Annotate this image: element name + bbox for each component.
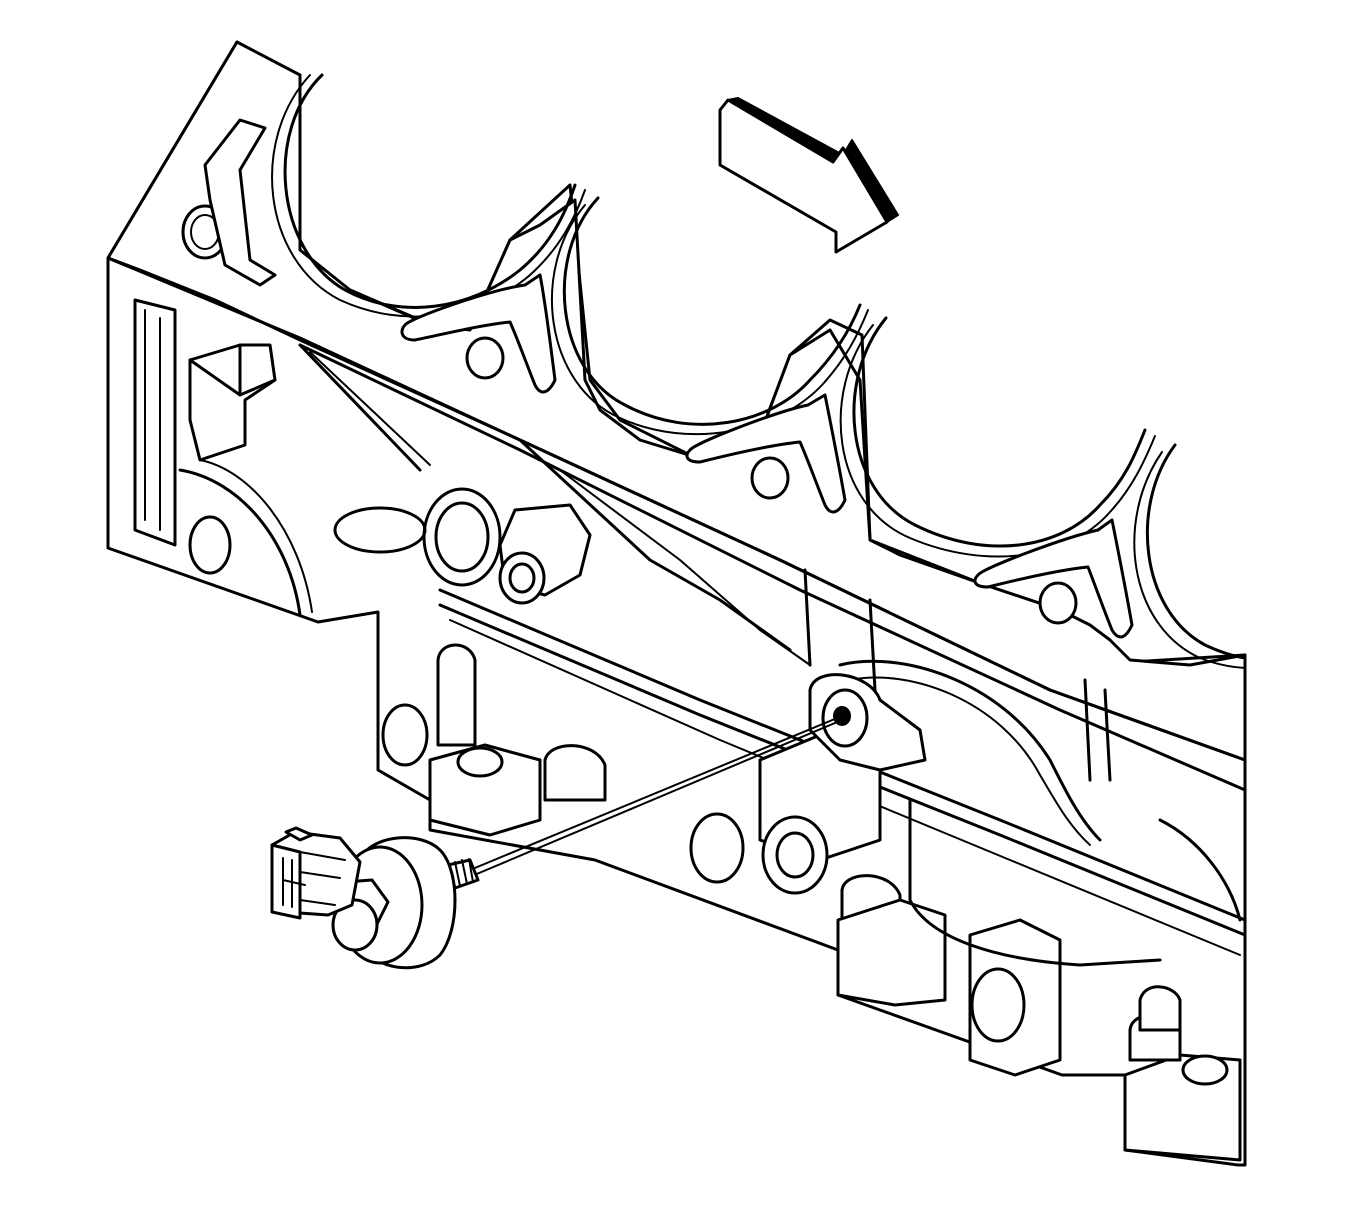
engine-block xyxy=(106,40,1247,1167)
lower-rail xyxy=(381,568,1247,1162)
left-lower-hole xyxy=(381,703,429,767)
cylinder-bore-4 xyxy=(1146,443,1247,660)
bolt-hole-3 xyxy=(1038,581,1078,625)
crankcase-curve-1 xyxy=(838,659,1102,842)
cylinder-bore-2 xyxy=(562,196,862,426)
right-boss-hole xyxy=(970,967,1026,1043)
front-rail-inner xyxy=(144,309,161,531)
sensor-bolt-head xyxy=(331,898,379,952)
leader-line-icon xyxy=(469,715,843,877)
sensor-stud-threads xyxy=(454,858,474,887)
left-mount-hole xyxy=(456,746,504,778)
cylinder-bore-1 xyxy=(283,73,577,309)
cylinder-bore-3 xyxy=(852,316,1147,548)
front-boss-edge xyxy=(188,343,277,397)
coolant-slot-front xyxy=(203,118,277,287)
middle-bosses xyxy=(298,343,811,666)
sensor-connector-lines xyxy=(299,851,346,906)
front-face-details xyxy=(133,298,313,617)
right-mount xyxy=(836,898,947,1007)
front-hole xyxy=(188,515,232,575)
sensor-mounting-boss xyxy=(808,673,927,772)
front-face-curve xyxy=(178,468,302,617)
crankcase-curve-1b xyxy=(849,676,1091,846)
coolant-slot-1 xyxy=(400,273,557,394)
bolt-hole-2 xyxy=(750,456,790,500)
middle-mount-hole xyxy=(775,831,815,879)
coolant-slots xyxy=(203,118,1134,639)
leader-line-bottom xyxy=(471,719,843,877)
cylinder-bore-4-inner xyxy=(1133,451,1246,669)
far-right-post xyxy=(1138,985,1182,1032)
cylinder-bores xyxy=(271,73,1247,669)
direction-arrow-body xyxy=(718,98,889,254)
sensor-connector-tab xyxy=(284,826,314,842)
cylinder-bore-3-inner xyxy=(839,324,1156,558)
coolant-slot-2 xyxy=(685,393,847,514)
left-mount-lug xyxy=(543,744,607,802)
knock-sensor-icon xyxy=(270,826,480,970)
crankcase-curve-2 xyxy=(908,798,1162,967)
front-rail xyxy=(133,298,177,547)
diagonal-rib-2 xyxy=(309,351,811,666)
small-boss-hole xyxy=(508,562,536,594)
lower-hole-2 xyxy=(689,812,745,884)
direction-arrow-icon xyxy=(718,97,899,254)
block-deck-edge-2 xyxy=(298,343,1247,792)
cylinder-bore-2-inner xyxy=(550,204,869,436)
leader-line-top xyxy=(469,715,843,871)
left-mount-post xyxy=(436,643,477,747)
crankcase-curve-3 xyxy=(1158,818,1242,922)
bolt-hole-1 xyxy=(465,336,505,380)
coolant-slot-3 xyxy=(973,518,1134,639)
bulkhead-1 xyxy=(803,568,1112,782)
gallery-oval xyxy=(333,506,427,554)
sensor-connector-latch xyxy=(282,857,306,908)
far-right-mount-hole xyxy=(1181,1054,1229,1086)
left-mount xyxy=(428,743,542,837)
cylinder-bore-1-inner xyxy=(271,74,586,318)
gallery-boss-inner xyxy=(434,501,490,573)
block-deck-edge xyxy=(106,256,1247,762)
front-face-curve-2 xyxy=(199,459,313,613)
